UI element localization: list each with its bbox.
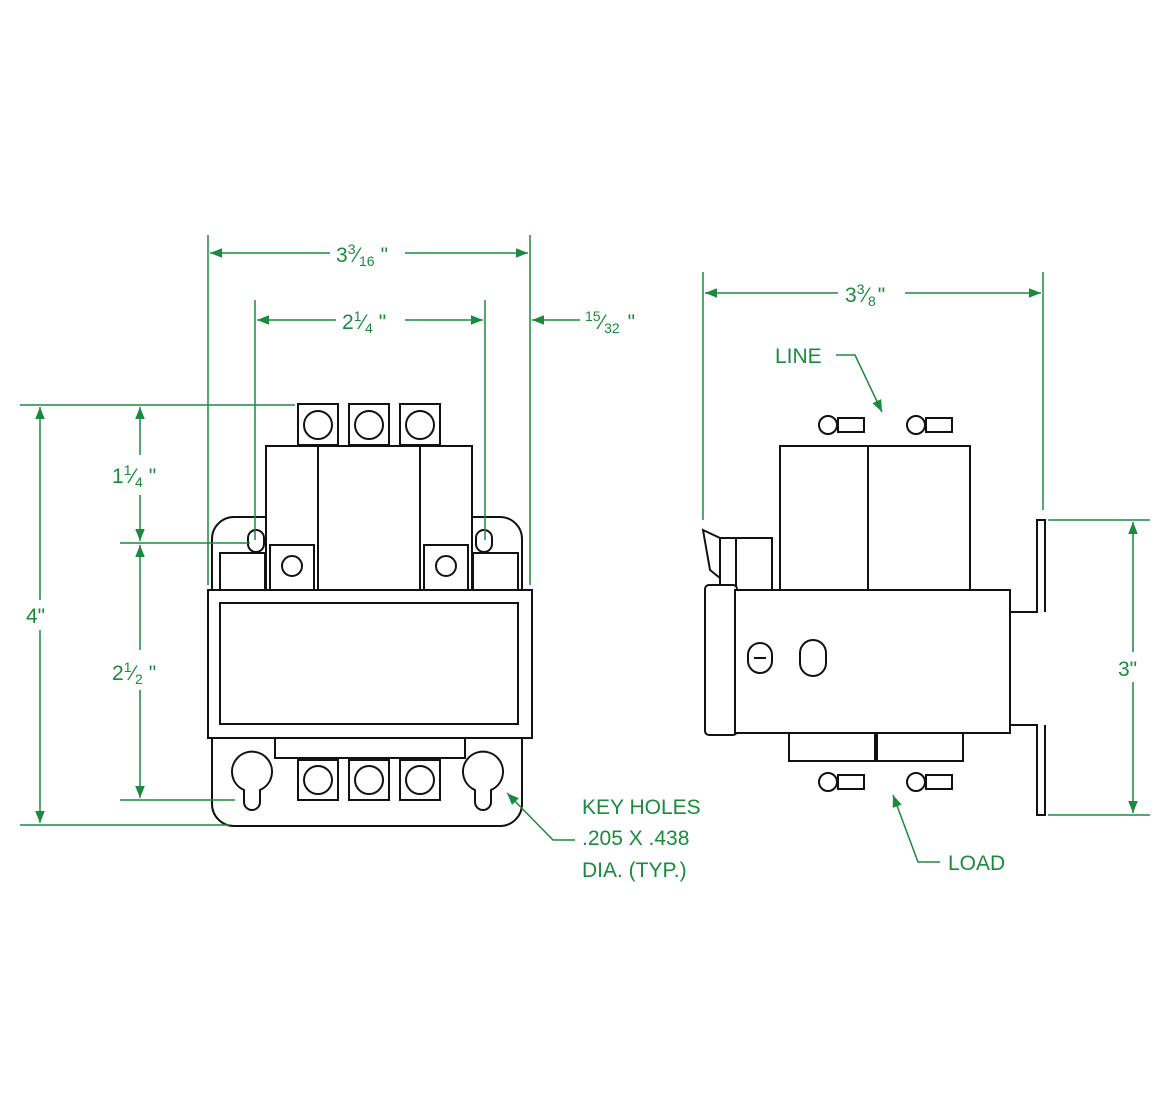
keyhole-icon <box>462 750 504 811</box>
front-view <box>207 403 533 827</box>
svg-text:.205 X .438: .205 X .438 <box>582 827 689 850</box>
core <box>734 589 1011 734</box>
terminal-block <box>779 445 971 591</box>
svg-text:3": 3" <box>1118 658 1137 681</box>
svg-text:15⁄32": 15⁄32" <box>585 308 635 336</box>
keyhole-icon <box>231 750 273 811</box>
line-label: LINE <box>775 345 822 368</box>
side-view <box>701 415 1046 816</box>
load-label: LOAD <box>948 852 1005 875</box>
side-dimensions: 33⁄8" 3" LINE LOAD <box>702 272 1150 875</box>
svg-text:33⁄8": 33⁄8" <box>845 281 885 309</box>
line-screws <box>818 415 953 435</box>
svg-text:DIA. (TYP.): DIA. (TYP.) <box>582 859 687 882</box>
load-screws <box>818 772 953 792</box>
keyhole-note: KEY HOLES <box>582 796 701 819</box>
svg-text:4": 4" <box>26 605 45 628</box>
bottom-terminals <box>297 759 441 801</box>
screw-icon <box>281 555 303 577</box>
svg-text:11⁄4": 11⁄4" <box>112 462 156 490</box>
svg-text:33⁄16": 33⁄16" <box>336 241 388 269</box>
svg-text:21⁄4": 21⁄4" <box>342 308 386 336</box>
front-dimensions: 33⁄16" 21⁄4" 15⁄32" 4" 11⁄4" 21⁄2" KEY H… <box>20 235 701 882</box>
screw-icon <box>435 555 457 577</box>
top-terminals <box>297 403 441 446</box>
svg-text:21⁄2": 21⁄2" <box>112 659 156 687</box>
